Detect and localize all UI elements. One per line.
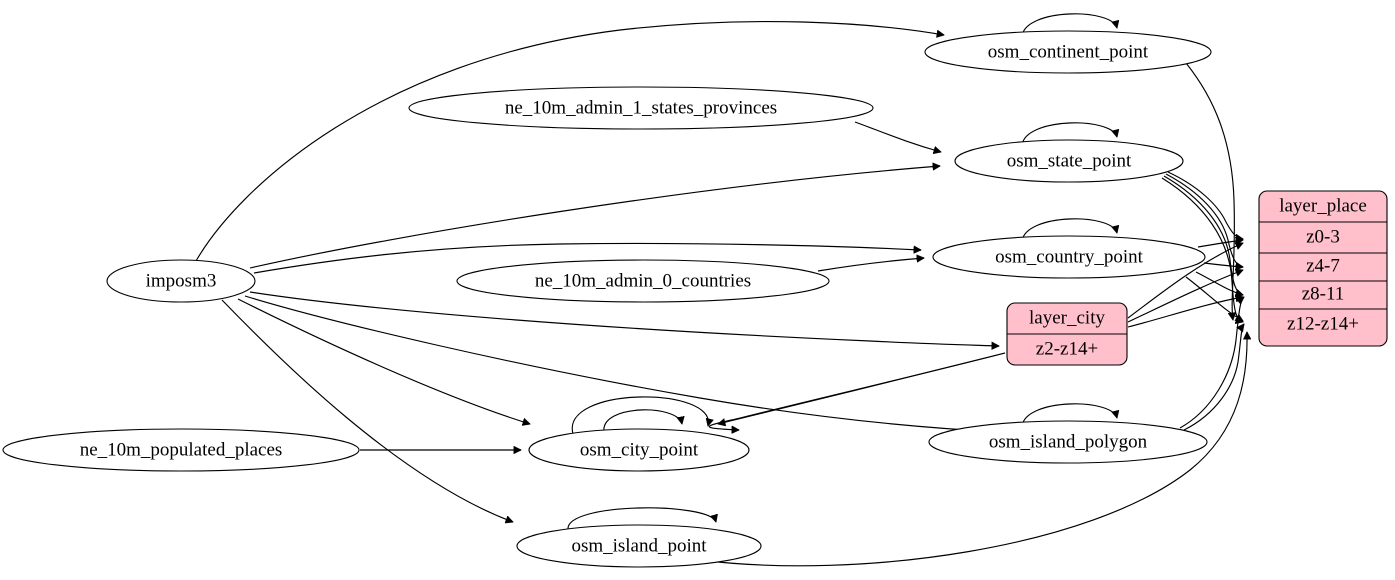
node-osm-island-point[interactable]: osm_island_point (516, 524, 762, 568)
edge-imposm3-to-osm-island-point (221, 299, 513, 522)
node-label-osm-country-point: osm_country_point (995, 246, 1143, 267)
node-ne-10m-admin-0-countries[interactable]: ne_10m_admin_0_countries (456, 259, 830, 303)
node-ne-10m-populated-places[interactable]: ne_10m_populated_places (2, 428, 360, 472)
node-label-ne-states: ne_10m_admin_1_states_provinces (505, 97, 777, 118)
edge-osm-island-polygon-to-layer-place-z8-11 (1179, 297, 1244, 429)
edge-imposm3-to-osm-city-point (237, 298, 530, 424)
edge-layer-city-to-osm-city-point-b (718, 352, 1006, 424)
edge-self-loop-osm-state-point (1021, 122, 1117, 146)
edge-layer-city-to-layer-place-z0-3 (1127, 243, 1243, 319)
edge-self-loop-osm-island-point (567, 507, 716, 531)
edge-ne-countries-to-osm-country-point (817, 258, 924, 272)
node-layer-city[interactable]: layer_city z2-z14+ (1006, 302, 1128, 366)
edge-self-loop-osm-country-point (1021, 218, 1117, 242)
edge-self-loop-osm-city-point-inner (603, 409, 682, 433)
node-osm-city-point[interactable]: osm_city_point (528, 428, 750, 472)
edge-self-loop-osm-island-polygon (1021, 403, 1117, 427)
node-label-ne-countries: ne_10m_admin_0_countries (535, 270, 751, 291)
node-layer: imposm3 ne_10m_admin_1_states_provinces … (2, 30, 1212, 568)
edge-osm-island-polygon-to-layer-place-z12 (1183, 324, 1244, 431)
layer-city-row-z2-z14[interactable]: z2-z14+ (1036, 338, 1098, 359)
edge-osm-island-point-to-layer-place-z12 (699, 332, 1247, 567)
edge-self-loop-osm-continent-point (1021, 13, 1117, 37)
node-label-imposm3: imposm3 (146, 270, 217, 291)
edge-imposm3-to-osm-state-point (249, 166, 940, 269)
edge-osm-country-point-to-layer-place-z0-3 (1197, 240, 1243, 248)
node-osm-country-point[interactable]: osm_country_point (932, 235, 1206, 279)
node-osm-state-point[interactable]: osm_state_point (954, 139, 1184, 183)
layer-place-title: layer_place (1279, 195, 1367, 216)
edge-layer (195, 13, 1247, 567)
edge-layer-city-to-layer-place-z8-11 (1127, 297, 1243, 328)
layer-place-row-z8-11[interactable]: z8-11 (1302, 283, 1345, 304)
edge-layer-city-to-layer-place-z4-7 (1127, 270, 1243, 323)
node-label-osm-island-point: osm_island_point (571, 535, 707, 556)
layer-place-row-z12-z14[interactable]: z12-z14+ (1287, 313, 1359, 334)
edge-ne-states-to-osm-state-point (854, 121, 941, 152)
node-osm-island-polygon[interactable]: osm_island_polygon (928, 420, 1208, 464)
node-label-ne-places: ne_10m_populated_places (80, 439, 283, 460)
layer-city-title: layer_city (1029, 307, 1105, 328)
edge-self-loop-osm-city-point-outer (571, 396, 708, 435)
node-osm-continent-point[interactable]: osm_continent_point (924, 30, 1212, 74)
node-label-osm-island-polygon: osm_island_polygon (989, 431, 1148, 452)
node-label-osm-state-point: osm_state_point (1007, 150, 1132, 171)
edge-osm-country-point-to-layer-place-z4-7 (1203, 263, 1243, 267)
node-ne-10m-admin-1-states-provinces[interactable]: ne_10m_admin_1_states_provinces (408, 86, 874, 130)
layer-place-body (1258, 190, 1388, 347)
node-label-osm-city-point: osm_city_point (580, 439, 699, 460)
node-label-osm-continent-point: osm_continent_point (988, 41, 1149, 62)
node-layer-place[interactable]: layer_place z0-3 z4-7 z8-11 z12-z14+ (1258, 190, 1388, 347)
edge-imposm3-to-osm-continent-point (195, 20, 944, 262)
edge-imposm3-to-osm-island-polygon (244, 295, 1000, 432)
edge-imposm3-to-layer-city (249, 291, 999, 346)
node-imposm3[interactable]: imposm3 (106, 259, 256, 303)
edge-osm-country-point-to-layer-place-z8-11 (1195, 271, 1243, 295)
layer-place-row-z4-7[interactable]: z4-7 (1306, 255, 1340, 276)
edge-imposm3-to-osm-country-point (253, 242, 921, 274)
edge-osm-country-point-to-layer-place-z12 (1185, 276, 1243, 321)
layer-place-row-z0-3[interactable]: z0-3 (1306, 226, 1340, 247)
